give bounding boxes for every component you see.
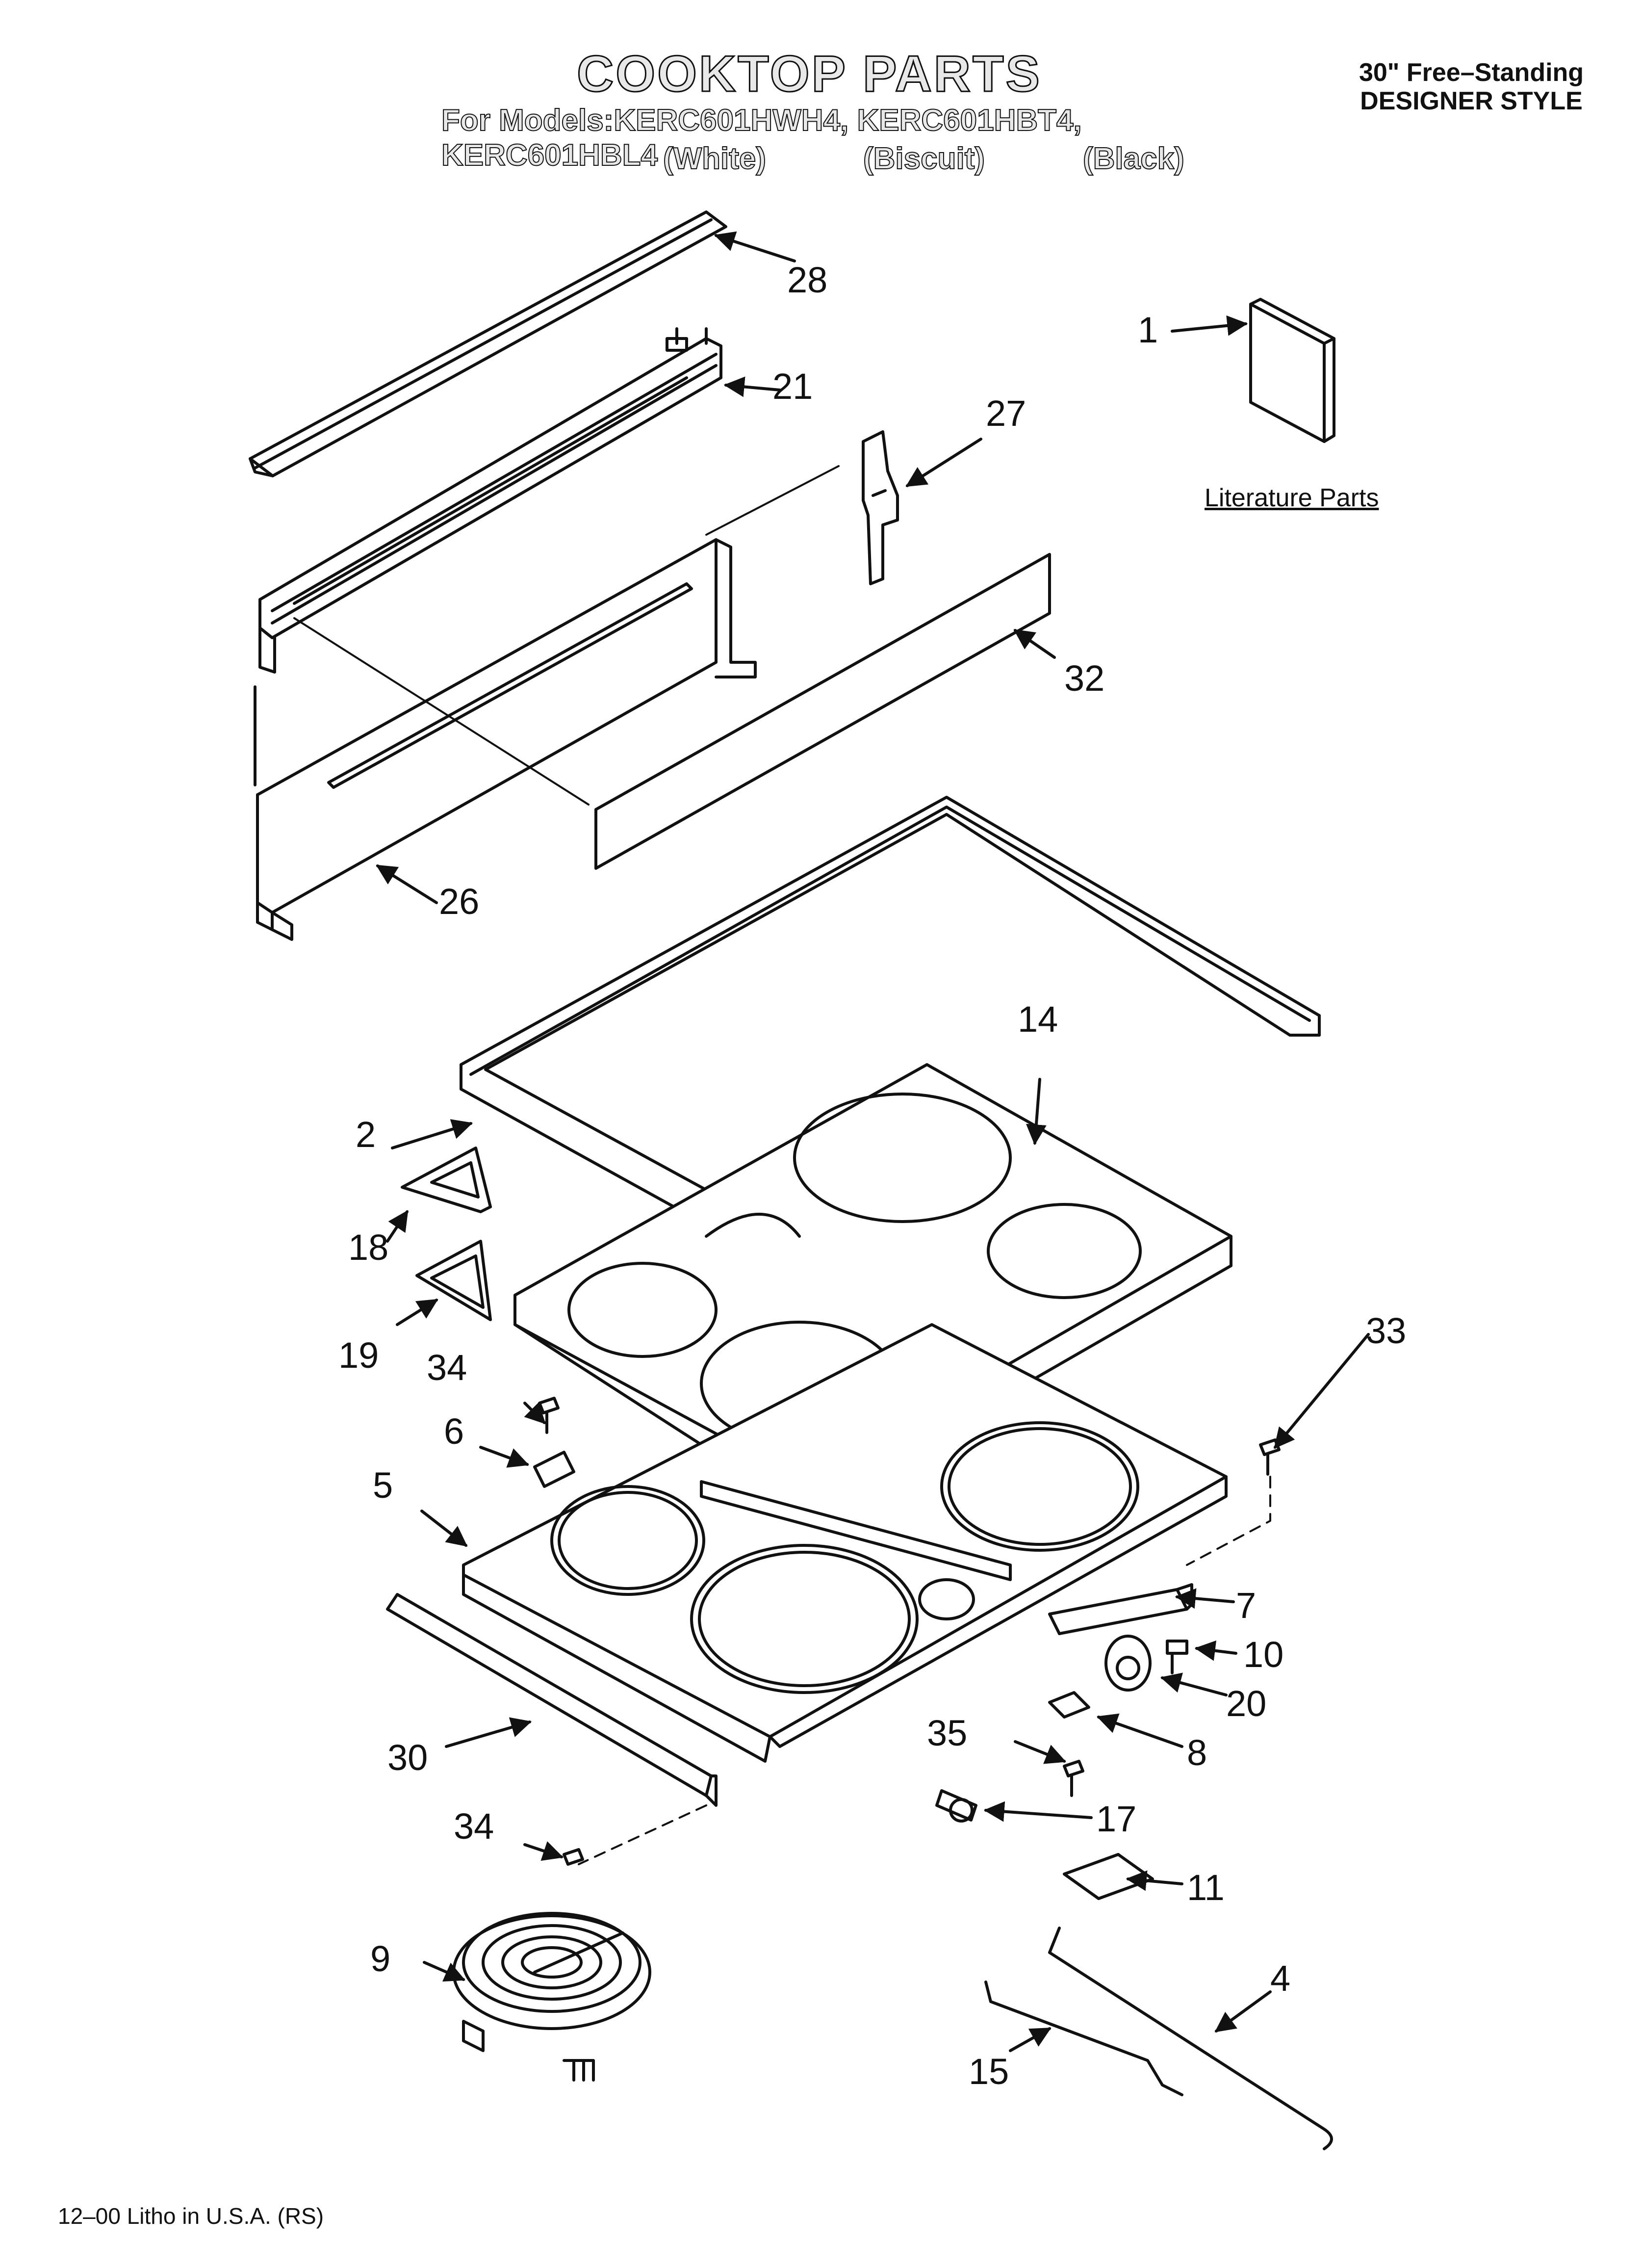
clip-6 — [533, 1451, 575, 1488]
part-7-bracket — [1048, 1583, 1193, 1635]
part-14-cooktop-glass — [513, 1063, 1232, 1512]
part-1-literature — [1249, 298, 1335, 443]
callout-9: 10 — [1243, 1634, 1284, 1675]
callout-20: 21 — [772, 366, 813, 407]
screw-34-upper — [538, 1397, 560, 1434]
callout-5: 5 — [373, 1465, 393, 1506]
clip-8 — [1048, 1691, 1090, 1719]
leader-arrows — [376, 231, 1370, 2052]
callout-34-lower: 34 — [454, 1806, 494, 1847]
part-30-trim — [386, 1593, 718, 1807]
sensor-17 — [935, 1789, 977, 1823]
part-18-bracket — [401, 1147, 492, 1213]
color-biscuit: (Biscuit) — [863, 141, 985, 176]
callout-27: 27 — [986, 393, 1026, 434]
part-4-rod — [1048, 1927, 1333, 2150]
callout-6: 6 — [444, 1411, 464, 1452]
part-11-element — [452, 1912, 651, 2082]
screw-34-lower — [563, 1848, 584, 1866]
callout-10: 11 — [1187, 1867, 1225, 1908]
callout-33: 33 — [1366, 1310, 1407, 1351]
thermostat-21 — [1104, 1635, 1152, 1692]
callout-28: 28 — [787, 260, 828, 300]
part-20-bracket — [258, 327, 722, 674]
screw-9 — [1166, 1640, 1188, 1674]
callout-26: 26 — [439, 881, 480, 922]
style-line-2: DESIGNER STYLE — [1360, 87, 1583, 115]
callout-17: 17 — [1096, 1799, 1137, 1839]
part-19-seal — [415, 1240, 492, 1321]
callout-1: 1 — [1138, 310, 1158, 350]
callout-30: 30 — [387, 1737, 428, 1778]
screw-35 — [1063, 1760, 1084, 1797]
color-white: (White) — [663, 141, 767, 176]
callout-21: 20 — [1226, 1683, 1267, 1724]
color-black: (Black) — [1082, 141, 1185, 176]
style-line-1: 30" Free–Standing — [1359, 58, 1584, 87]
part-32-strip — [594, 553, 1051, 870]
callout-32: 32 — [1064, 658, 1105, 699]
page-title: COOKTOP PARTS — [576, 45, 1042, 104]
callout-19: 19 — [338, 1335, 379, 1376]
terminal-block-10 — [1063, 1853, 1154, 1900]
part-5-burner-box — [462, 1323, 1228, 1763]
callout-15: 15 — [969, 2051, 1009, 2092]
part-15-rod — [984, 1981, 1183, 2096]
assembly-lines — [578, 1476, 1271, 1865]
literature-parts-label: Literature Parts — [1205, 484, 1379, 512]
callout-8: 8 — [1187, 1732, 1207, 1773]
callout-4: 4 — [1270, 1958, 1291, 1999]
callout-18: 18 — [348, 1227, 389, 1268]
part-26-panel — [254, 465, 840, 941]
callout-35: 35 — [927, 1713, 968, 1753]
callout-14: 14 — [1018, 999, 1058, 1040]
part-28-trim — [249, 210, 727, 477]
callout-7: 7 — [1236, 1585, 1257, 1626]
callout-2: 2 — [356, 1114, 376, 1155]
callout-34-upper: 34 — [427, 1347, 467, 1388]
models-line: For Models:KERC601HWH4, KERC601HBT4, KER… — [441, 103, 1082, 173]
callout-11: 9 — [370, 1938, 391, 1979]
part-27-clip — [862, 430, 899, 585]
footer-litho: 12–00 Litho in U.S.A. (RS) — [58, 2203, 324, 2229]
